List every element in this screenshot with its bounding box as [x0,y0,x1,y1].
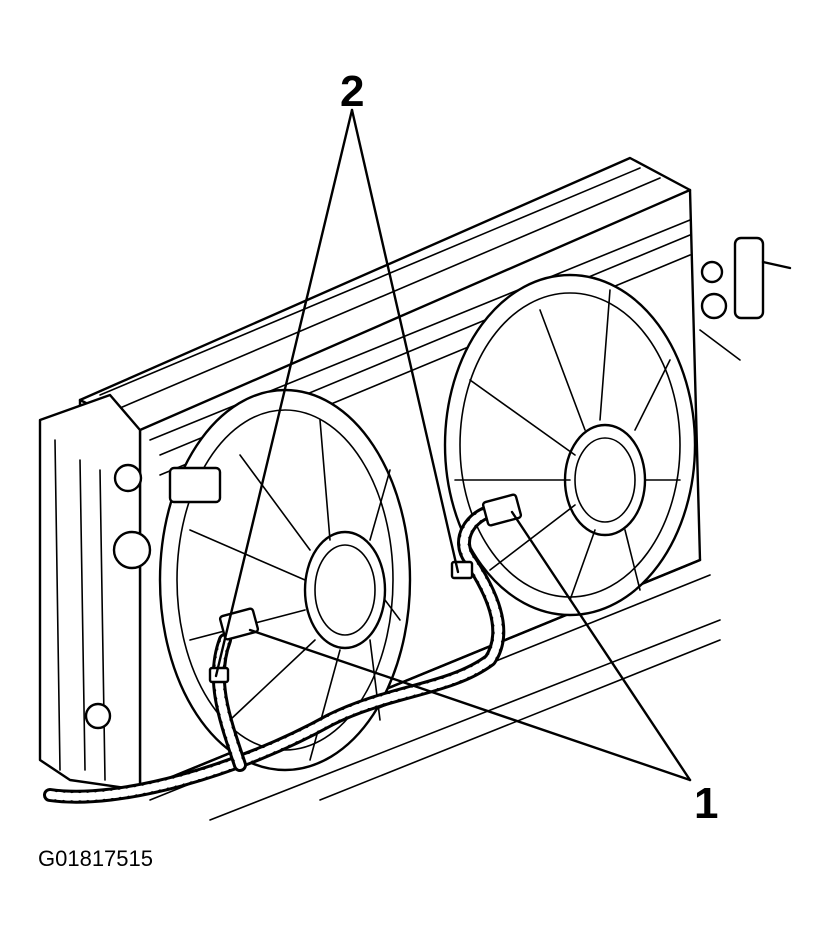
right-cooling-fan [443,273,697,617]
figure-id: G01817515 [38,846,153,871]
right-harness-clip [450,560,474,580]
right-fan-connector [481,493,523,527]
fan-motor-connectors [208,493,523,684]
callout-label-1: 1 [694,779,719,828]
callout-1-leaders [248,510,692,782]
left-harness-clip [208,666,230,684]
left-cooling-fan [158,388,412,772]
callout-label-2: 2 [340,67,365,116]
callout-2-leaders [214,108,460,678]
coolant-fittings [84,236,792,730]
